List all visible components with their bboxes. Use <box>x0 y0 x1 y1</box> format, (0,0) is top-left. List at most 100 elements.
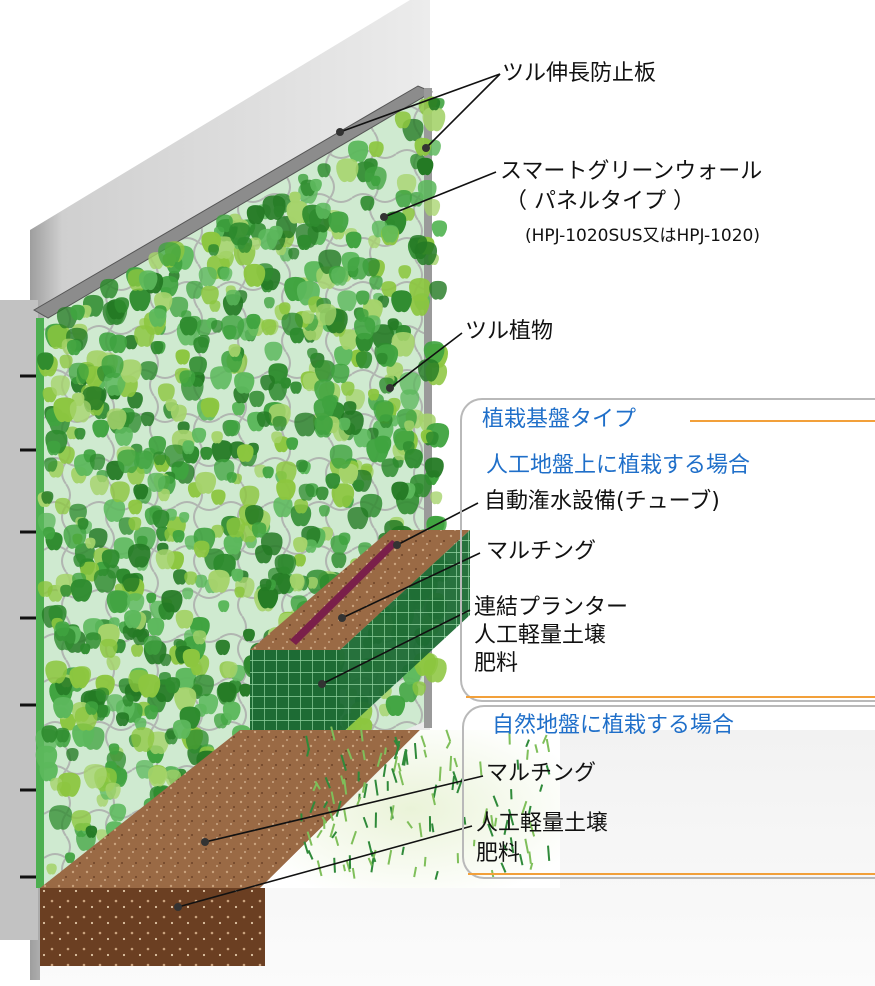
ivy-leaf <box>417 179 437 200</box>
ivy-leaf <box>249 237 262 250</box>
grass-blade <box>516 759 520 770</box>
ivy-leaf <box>55 706 66 718</box>
ivy-leaf <box>341 381 355 396</box>
ivy-leaf <box>429 280 447 300</box>
ivy-leaf <box>243 263 266 287</box>
ivy-leaf <box>314 360 335 382</box>
ivy-leaf <box>314 379 335 402</box>
ivy-leaf <box>153 451 167 466</box>
planting-base-panel-natural <box>462 705 875 879</box>
ivy-leaf <box>85 537 96 549</box>
grass-blade <box>307 849 314 860</box>
grass-blade <box>331 831 338 839</box>
ivy-leaf <box>234 372 255 394</box>
ivy-leaf <box>174 687 197 711</box>
ivy-leaf <box>343 401 357 415</box>
ivy-leaf <box>395 189 412 208</box>
ivy-leaf <box>213 713 229 729</box>
ivy-leaf <box>246 313 261 330</box>
ivy-leaf <box>286 200 309 224</box>
grass-blade <box>521 800 528 815</box>
grass-blade <box>434 870 439 880</box>
grass-blade <box>492 795 499 808</box>
ivy-leaf <box>175 609 194 629</box>
natural-item-fertilizer: 肥料 <box>476 841 521 866</box>
ivy-leaf <box>223 324 237 340</box>
ivy-leaf <box>179 511 190 523</box>
ivy-leaf <box>114 297 130 313</box>
ivy-leaf <box>431 220 448 237</box>
grass-blade <box>306 831 313 846</box>
ivy-leaf <box>222 661 238 678</box>
ivy-leaf <box>331 363 350 384</box>
ivy-leaf <box>236 444 254 462</box>
ivy-leaf <box>315 486 329 501</box>
grass-blade <box>309 801 316 814</box>
ivy-leaf <box>404 448 423 469</box>
ivy-leaf <box>381 224 399 243</box>
ivy-leaf <box>55 727 70 743</box>
ivy-leaf <box>117 449 140 474</box>
ivy-leaf <box>85 701 99 715</box>
ivy-leaf <box>106 590 129 614</box>
grass-blade <box>500 862 507 873</box>
ivy-leaf <box>272 415 287 432</box>
ivy-leaf <box>307 347 318 359</box>
ivy-leaf <box>138 674 161 698</box>
grass-blade <box>362 749 366 761</box>
ivy-leaf <box>416 157 434 176</box>
ivy-leaf <box>80 643 91 655</box>
ivy-leaf <box>135 450 153 470</box>
ivy-leaf <box>143 635 162 655</box>
ivy-leaf <box>122 624 137 640</box>
ivy-leaf <box>225 420 241 436</box>
grass-blade <box>303 841 309 854</box>
grass-blade <box>376 752 383 767</box>
ivy-leaf <box>208 244 220 256</box>
ivy-leaf <box>430 491 443 505</box>
ivy-leaf <box>105 782 121 799</box>
ivy-leaf <box>50 375 70 396</box>
ivy-leaf <box>409 234 428 254</box>
ivy-leaf <box>249 390 265 408</box>
ivy-leaf <box>208 569 230 593</box>
ivy-leaf <box>315 303 337 326</box>
ivy-leaf <box>148 436 167 455</box>
ivy-leaf <box>222 701 241 721</box>
irrigation-tube <box>290 540 398 645</box>
ivy-leaf <box>157 383 175 402</box>
ivy-leaf <box>409 295 430 316</box>
ivy-leaf <box>46 863 57 875</box>
ivy-leaf <box>273 496 293 518</box>
ivy-leaf <box>347 140 369 163</box>
ivy-leaf <box>144 704 159 720</box>
ivy-leaf <box>71 810 92 832</box>
ivy-leaf <box>109 803 127 822</box>
grass-blade <box>398 770 405 786</box>
ivy-leaf <box>331 483 355 508</box>
ivy-leaf <box>246 205 265 225</box>
ivy-leaf <box>331 267 349 286</box>
grass-blade <box>363 783 368 799</box>
grass-blade <box>334 836 340 847</box>
ivy-leaf <box>260 374 275 391</box>
ivy-leaf <box>191 427 207 443</box>
ivy-leaf <box>204 548 225 570</box>
ivy-leaf <box>74 427 86 440</box>
ivy-leaf <box>288 247 300 260</box>
ivy-leaf <box>73 553 86 567</box>
ivy-leaf <box>147 766 168 787</box>
ivy-leaf <box>228 222 251 246</box>
ivy-leaf <box>140 411 155 427</box>
ivy-leaf <box>394 111 411 129</box>
ivy-leaf <box>391 481 409 501</box>
grass-blade <box>387 849 393 865</box>
ivy-leaf <box>428 97 441 111</box>
grass-area <box>262 730 560 888</box>
ivy-leaf <box>184 571 198 585</box>
ivy-leaf <box>201 285 219 305</box>
grass-blade <box>503 819 509 835</box>
ivy-leaf <box>158 242 181 267</box>
soil-cross-section <box>40 888 265 966</box>
ivy-leaf <box>355 351 373 369</box>
